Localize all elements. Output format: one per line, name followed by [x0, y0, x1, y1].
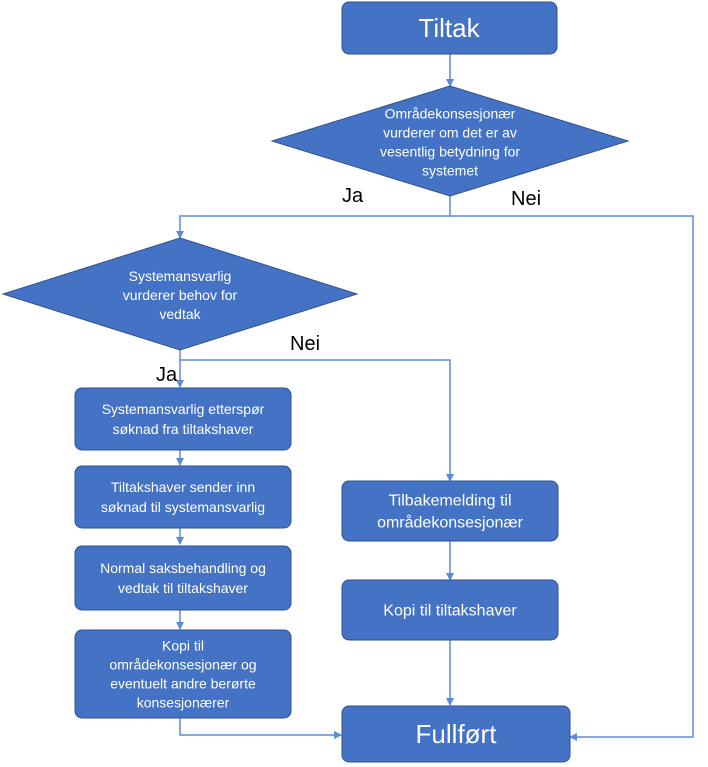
- node-text-line: eventuelt andre berørte: [110, 675, 256, 691]
- connector-kopi-to-fullfort: [179, 718, 342, 739]
- decision-omradekonsesjonaer-text: Områdekonsesjonær vurderer om det er av ve…: [380, 105, 520, 178]
- node-kopi-tiltakshaver-text: Kopi til tiltakshaver: [383, 603, 517, 620]
- node-sender-text: Tiltakshaver sender inn søknad til system…: [101, 479, 265, 515]
- node-text-line: vesentlig betydning for: [380, 143, 520, 159]
- node-text-line: søknad fra tiltakshaver: [113, 421, 254, 437]
- node-fullfort-text: Fullført: [416, 719, 498, 749]
- node-sender: Tiltakshaver sender inn søknad til system…: [74, 465, 292, 529]
- connector-system-nei: [180, 359, 454, 482]
- label-nei-top: Nei: [511, 188, 541, 210]
- decision-omradekonsesjonaer: Områdekonsesjonær vurderer om det er av ve…: [270, 85, 630, 197]
- node-normal-saksbehandling-text: Normal saksbehandling og vedtak til tilta…: [100, 560, 266, 596]
- label-nei-mid: Nei: [290, 333, 320, 355]
- node-tilbakemelding: Tilbakemelding til områdekonsesjonær: [341, 480, 559, 542]
- connectors: [176, 54, 694, 741]
- node-text-line: Kopi til tiltakshaver: [383, 603, 517, 620]
- node-kopi-tiltakshaver: Kopi til tiltakshaver: [341, 579, 559, 641]
- node-text-line: vedtak til tiltakshaver: [118, 580, 248, 596]
- node-kopi-omradekonsesjonaer-text: Kopi til områdekonsesjonær og eventuelt an…: [109, 637, 256, 710]
- label-ja-mid: Ja: [156, 364, 178, 386]
- node-text-line: områdekonsesjonær og: [109, 656, 256, 672]
- node-kopi-omradekonsesjonaer: Kopi til områdekonsesjonær og eventuelt an…: [74, 629, 292, 719]
- node-tiltak: Tiltak: [341, 1, 558, 55]
- node-text-line: Fullført: [416, 719, 498, 749]
- node-text-line: Systemansvarlig etterspør: [102, 401, 265, 417]
- label-ja-top: Ja: [342, 185, 364, 207]
- connector-decision-nei-branch: [450, 215, 694, 741]
- node-text-line: Tilbakemelding til: [388, 493, 511, 510]
- node-text-line: Kopi til: [162, 637, 204, 653]
- node-text-line: vurderer om det er av: [383, 124, 517, 140]
- node-etterspor-text: Systemansvarlig etterspør søknad fra tilt…: [102, 401, 265, 437]
- connector-decision-ja-branch: [176, 196, 451, 239]
- node-text-line: områdekonsesjonær: [377, 514, 524, 532]
- node-fullfort: Fullført: [341, 705, 571, 763]
- node-text-line: vedtak: [159, 306, 201, 322]
- node-normal-saksbehandling: Normal saksbehandling og vedtak til tilta…: [74, 545, 292, 611]
- node-text-line: Tiltakshaver sender inn: [111, 479, 255, 495]
- node-tilbakemelding-text: Tilbakemelding til områdekonsesjonær: [377, 493, 524, 532]
- decision-systemansvarlig: Systemansvarlig vurderer behov for vedtak: [1, 237, 359, 351]
- node-text-line: søknad til systemansvarlig: [101, 499, 265, 515]
- node-text-line: Tiltak: [418, 13, 480, 43]
- node-text-line: konsesjonærer: [137, 694, 230, 710]
- node-text-line: vurderer behov for: [123, 287, 238, 303]
- node-text-line: Normal saksbehandling og: [100, 560, 266, 576]
- node-text-line: Områdekonsesjonær: [385, 105, 516, 121]
- node-text-line: Systemansvarlig: [129, 268, 232, 284]
- node-text-line: systemet: [422, 162, 478, 178]
- decision-systemansvarlig-text: Systemansvarlig vurderer behov for vedtak: [123, 268, 238, 322]
- node-tiltak-text: Tiltak: [418, 13, 480, 43]
- node-etterspor: Systemansvarlig etterspør søknad fra tilt…: [74, 387, 292, 451]
